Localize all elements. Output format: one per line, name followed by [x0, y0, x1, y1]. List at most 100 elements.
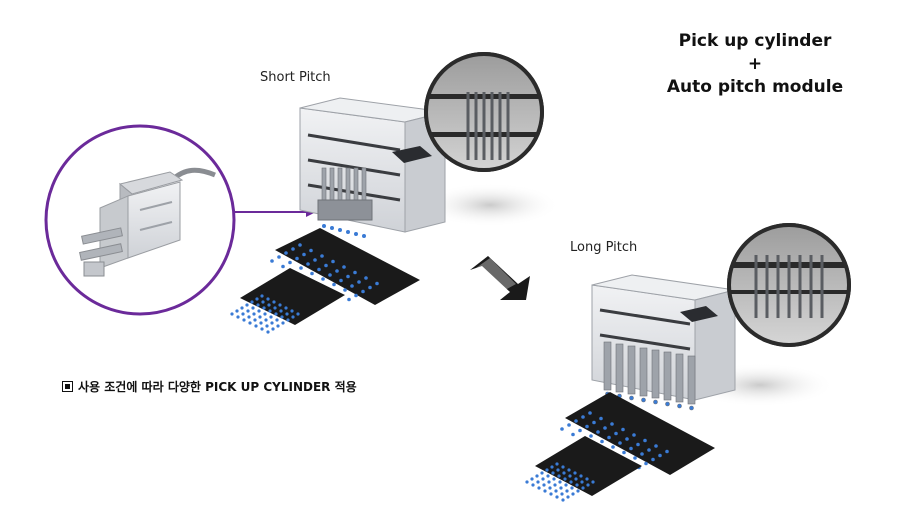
tray-pocket — [596, 430, 600, 434]
tray-pocket — [253, 318, 257, 322]
tray-pocket — [266, 330, 270, 334]
tray-pocket — [555, 462, 559, 466]
short-pitch-zoom — [424, 52, 544, 172]
tray-pocket — [654, 444, 658, 448]
tray-pocket — [647, 448, 651, 452]
tray-pocket — [328, 273, 332, 277]
tray-pocket — [651, 457, 655, 462]
tray-pocket — [547, 480, 551, 484]
tray-pocket — [542, 483, 546, 487]
tray-pocket — [342, 265, 346, 269]
tray-pocket — [346, 274, 350, 279]
tray-pocket — [548, 486, 552, 490]
picker-tip — [677, 403, 682, 409]
tray-pocket — [573, 471, 577, 475]
tray-pocket — [579, 474, 583, 478]
pickup-cylinder-detail — [44, 124, 236, 316]
tray-pocket — [284, 251, 288, 255]
tray-pocket — [550, 465, 554, 469]
long-pitch-label: Long Pitch — [570, 240, 638, 255]
tray-pocket — [563, 477, 567, 481]
usage-note-text: 사용 조건에 따라 다양한 PICK UP CYLINDER 적용 — [78, 380, 357, 394]
tray-pocket — [241, 312, 245, 316]
tray-pocket — [260, 327, 264, 331]
tray-pocket — [324, 263, 328, 268]
tray-pocket — [622, 450, 626, 455]
tray-pocket — [353, 270, 357, 275]
tray-pocket — [279, 309, 283, 313]
tray-pocket — [569, 480, 573, 484]
tray-pocket — [339, 278, 343, 283]
tray-pocket — [240, 306, 244, 310]
tray-pocket — [291, 315, 295, 319]
tray-pocket — [361, 289, 365, 294]
tray-pocket — [559, 486, 563, 490]
tray-pocket — [252, 312, 256, 316]
tray-pocket — [585, 424, 589, 429]
tray-pocket — [242, 318, 246, 322]
usage-note: 사용 조건에 따라 다양한 PICK UP CYLINDER 적용 — [62, 378, 357, 395]
tray-pocket — [317, 267, 321, 272]
tray-pocket — [236, 315, 240, 319]
tray-pocket — [592, 420, 596, 425]
tray-pocket — [284, 306, 288, 310]
tray-pocket — [357, 280, 361, 284]
tray-pocket — [350, 284, 354, 288]
tray-pocket — [320, 254, 324, 258]
tray-pocket — [552, 477, 556, 481]
tray-pocket — [640, 452, 644, 456]
tray-pocket — [580, 480, 584, 484]
tray-pocket — [665, 449, 669, 454]
tray-pocket — [230, 312, 234, 316]
tray-pocket — [570, 486, 574, 490]
tray-pocket — [603, 426, 607, 430]
tray-pocket — [258, 315, 262, 319]
tray-pocket — [571, 492, 575, 496]
short-pitch-module — [299, 97, 560, 238]
tray-pocket — [285, 312, 289, 316]
picker-rod — [651, 349, 660, 399]
picker-tip — [641, 397, 646, 403]
tray-pocket — [257, 309, 261, 313]
tray-pocket — [567, 468, 571, 472]
tray-pocket — [302, 252, 306, 257]
tray-pocket — [600, 439, 604, 444]
tray-pocket — [607, 435, 611, 440]
tray-pocket — [536, 480, 540, 484]
tray-pocket — [281, 321, 285, 325]
tray-pocket — [272, 300, 276, 304]
tray-pocket — [591, 480, 595, 484]
tray-pocket — [260, 294, 264, 298]
tray-pocket — [306, 262, 310, 266]
tray-pocket — [556, 468, 560, 472]
tray-pocket — [309, 248, 313, 253]
picker-tip — [629, 395, 634, 401]
tray-pocket — [263, 312, 267, 316]
picker-rod — [663, 351, 672, 401]
tray-pocket — [629, 446, 633, 451]
tray-pocket — [245, 303, 249, 307]
title-line-1: Pick up cylinder — [678, 31, 832, 51]
tray-pocket — [633, 456, 637, 460]
tray-pocket — [618, 441, 622, 445]
tray-pocket — [576, 489, 580, 493]
tray-pocket — [575, 483, 579, 487]
tray-pocket — [364, 276, 368, 280]
tray-pocket — [265, 324, 269, 328]
tray-pocket — [621, 427, 625, 432]
tray-pocket — [537, 486, 541, 490]
tray-pocket — [354, 293, 358, 298]
picker-rod — [687, 355, 696, 405]
title-plus: + — [747, 54, 763, 74]
tray-pocket — [636, 442, 640, 447]
tray-pocket — [561, 498, 565, 502]
tray-pocket — [564, 483, 568, 487]
diagram-title: Pick up cylinder + Auto pitch module — [640, 30, 870, 99]
tray-pocket — [267, 303, 271, 307]
tray-pocket — [540, 471, 544, 475]
tray-pocket — [277, 255, 281, 259]
short-pitch-small-tray — [230, 268, 345, 334]
tray-pocket — [246, 309, 250, 313]
bullet-square-icon — [62, 381, 73, 392]
tray-pocket — [343, 288, 347, 292]
